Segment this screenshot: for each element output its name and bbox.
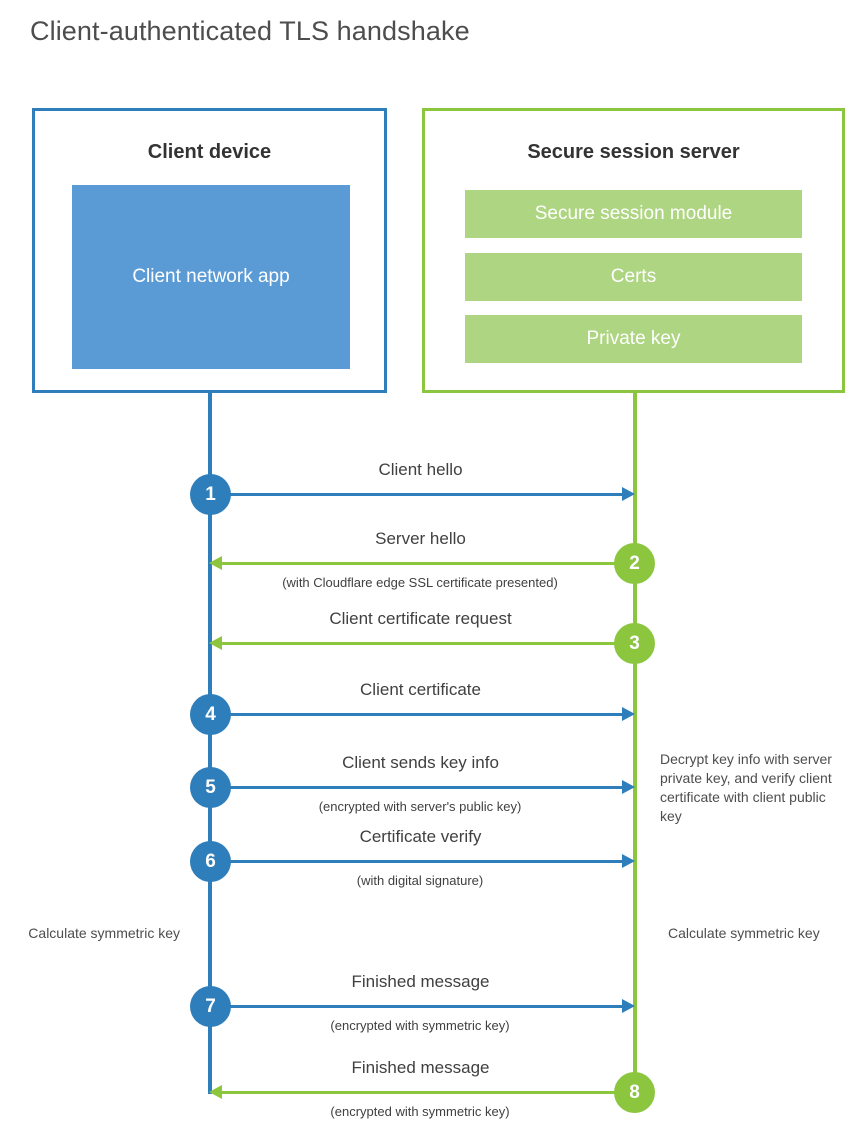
message-label-4: Client certificate [360, 680, 481, 699]
page-title: Client-authenticated TLS handshake [30, 16, 470, 46]
server-calculate-symmetric-key-note: Calculate symmetric key [668, 925, 820, 941]
arrow-line-5 [210, 786, 622, 789]
message-sublabel-7: (encrypted with symmetric key) [330, 1018, 510, 1033]
step-circle-7[interactable]: 7 [190, 986, 231, 1027]
arrow-line-6 [210, 860, 622, 863]
arrow-line-4 [210, 713, 622, 716]
arrow-line-3 [222, 642, 634, 645]
step-circle-2[interactable]: 2 [614, 543, 655, 584]
step-circle-1[interactable]: 1 [190, 474, 231, 515]
server-lifeline [633, 393, 637, 1094]
message-label-1: Client hello [378, 460, 463, 479]
step-circle-8[interactable]: 8 [614, 1072, 655, 1113]
client-calculate-symmetric-key-note: Calculate symmetric key [28, 925, 180, 941]
secure-session-server-box: Secure session server Secure session mod… [422, 108, 845, 393]
server-decrypt-note: Decrypt key info with server private key… [660, 751, 832, 824]
client-device-box: Client device Client network app [32, 108, 387, 393]
arrow-line-2 [222, 562, 634, 565]
arrow-line-1 [210, 493, 622, 496]
step-circle-3[interactable]: 3 [614, 623, 655, 664]
step-circle-4[interactable]: 4 [190, 694, 231, 735]
message-sublabel-2: (with Cloudflare edge SSL certificate pr… [282, 575, 558, 590]
arrow-line-8 [222, 1091, 634, 1094]
secure-session-server-title: Secure session server [527, 141, 740, 163]
arrow-head-1 [622, 487, 635, 501]
arrow-head-4 [622, 707, 635, 721]
arrow-head-3 [209, 636, 222, 650]
client-network-app-box: Client network app [72, 185, 350, 369]
arrow-head-6 [622, 854, 635, 868]
arrow-line-7 [210, 1005, 622, 1008]
arrow-head-5 [622, 780, 635, 794]
server-module-secure-session-module: Secure session module [465, 190, 802, 238]
message-sublabel-5: (encrypted with server's public key) [318, 799, 522, 814]
message-label-6: Certificate verify [359, 827, 482, 846]
arrow-head-8 [209, 1085, 222, 1099]
arrow-head-2 [209, 556, 222, 570]
message-label-5: Client sends key info [342, 753, 499, 772]
client-device-title: Client device [147, 141, 272, 163]
message-label-2: Server hello [375, 529, 466, 548]
message-sublabel-6: (with digital signature) [356, 873, 484, 888]
client-lifeline [208, 393, 212, 1094]
arrow-head-7 [622, 999, 635, 1013]
message-label-8: Finished message [351, 1058, 490, 1077]
server-module-certs: Certs [465, 253, 802, 301]
message-sublabel-8: (encrypted with symmetric key) [330, 1104, 510, 1119]
message-label-3: Client certificate request [329, 609, 512, 628]
step-circle-6[interactable]: 6 [190, 841, 231, 882]
message-label-7: Finished message [351, 972, 490, 991]
step-circle-5[interactable]: 5 [190, 767, 231, 808]
server-module-private-key: Private key [465, 315, 802, 363]
